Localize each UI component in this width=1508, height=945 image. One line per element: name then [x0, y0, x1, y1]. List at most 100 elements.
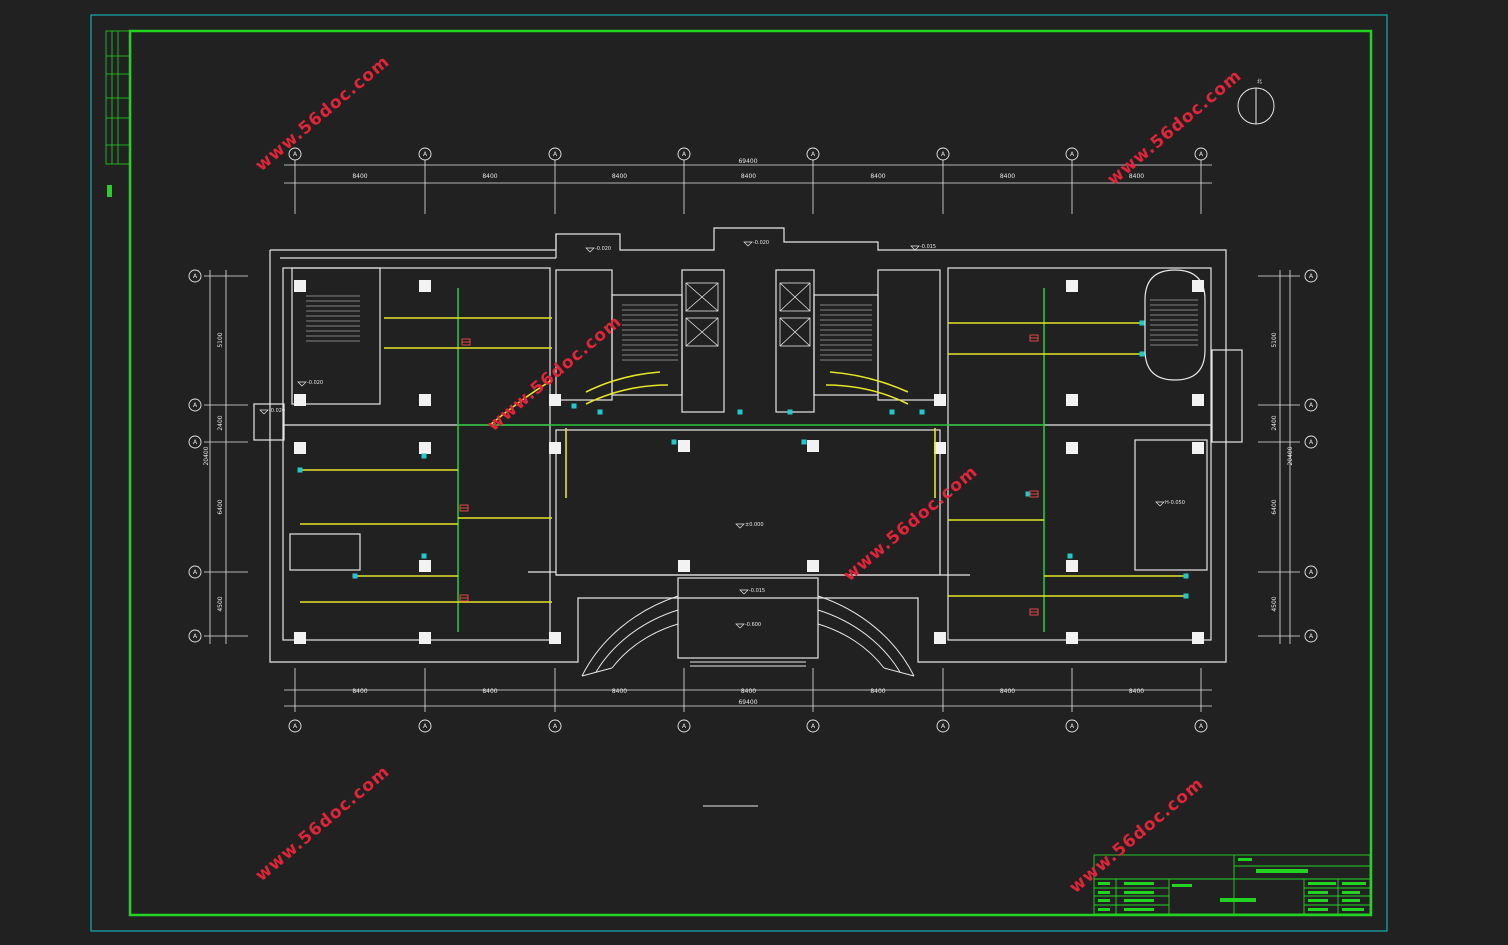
column: [419, 442, 431, 454]
grid-bubble-label: A: [193, 633, 198, 640]
grid-bubble: A: [548, 147, 562, 161]
bay-dimension-label: 8400: [352, 173, 367, 180]
level-value: -0.020: [595, 246, 611, 252]
circuit-run: [825, 384, 909, 405]
column: [419, 560, 431, 572]
bay-dimension-label: 8400: [870, 688, 885, 695]
device-outlet: [597, 409, 603, 415]
grid-bubble: A: [418, 719, 432, 733]
grid-bubble-label: A: [423, 723, 428, 730]
grid-bubble-label: A: [553, 723, 558, 730]
device-outlet: [919, 409, 925, 415]
device-outlet: [1139, 320, 1145, 326]
column: [1066, 442, 1078, 454]
level-value: -0.015: [920, 244, 936, 250]
circuit-run: [829, 371, 909, 393]
device-outlet: [297, 467, 303, 473]
device-outlet: [1139, 351, 1145, 357]
level-value: ±0.000: [745, 522, 764, 528]
bay-dimension-label: 8400: [741, 688, 756, 695]
side-dimension-label: 4500: [217, 596, 224, 611]
building-walls: [253, 227, 1243, 663]
bay-dimension-label: 8400: [1129, 688, 1144, 695]
grid-bubble-label: A: [1309, 273, 1314, 280]
side-dimension-label: 5100: [1271, 332, 1278, 347]
grid-bubble-label: A: [941, 151, 946, 158]
column: [1192, 394, 1204, 406]
bay-dimension-label: 8400: [612, 173, 627, 180]
title-block-text-blocks: [1098, 858, 1366, 911]
device-outlet: [1067, 553, 1073, 559]
device-outlet: [421, 553, 427, 559]
grid-bubble-label: A: [193, 439, 198, 446]
grid-bubble-label: A: [553, 151, 558, 158]
side-dimension-label: 6400: [1271, 499, 1278, 514]
lift-shafts: [685, 282, 811, 347]
junction-box: [459, 594, 469, 602]
grid-bubble-label: A: [193, 273, 198, 280]
junction-box: [1029, 608, 1039, 616]
bay-dimension-label: 8400: [1129, 173, 1144, 180]
side-total-right: 20400: [1287, 446, 1294, 465]
level-value: -0.020: [307, 380, 323, 386]
level-value: -0.015: [749, 588, 765, 594]
grid-bubble: A: [1304, 269, 1318, 283]
grid-bubble-label: A: [682, 723, 687, 730]
grid-bubble: A: [188, 435, 202, 449]
grid-bubble: A: [936, 719, 950, 733]
grid-bubble: A: [677, 147, 691, 161]
bay-dimension-label: 8400: [482, 173, 497, 180]
device-outlet: [889, 409, 895, 415]
grid-bubble: A: [1304, 565, 1318, 579]
level-value: -0.020: [269, 408, 285, 414]
grid-bubble: A: [1194, 719, 1208, 733]
title-block: [1093, 854, 1371, 915]
column: [1066, 560, 1078, 572]
circuit-run: [585, 371, 661, 393]
grid-bubble: A: [288, 147, 302, 161]
grid-bubble-label: A: [1309, 633, 1314, 640]
overall-dimension-top: 69400: [738, 158, 757, 165]
level-marker: -0.600: [735, 622, 761, 629]
grid-bubble: A: [188, 269, 202, 283]
column: [1192, 632, 1204, 644]
grid-bubble: A: [548, 719, 562, 733]
level-marker: -0.020: [297, 380, 323, 387]
column: [1192, 280, 1204, 292]
device-outlet: [671, 439, 677, 445]
green-conduits: [457, 288, 1045, 632]
level-marker: -0.020: [585, 246, 611, 253]
grid-bubble: A: [1194, 147, 1208, 161]
column: [1192, 442, 1204, 454]
grid-bubble-label: A: [293, 151, 298, 158]
junction-box: [459, 504, 469, 512]
device-outlet: [571, 403, 577, 409]
column: [934, 394, 946, 406]
grid-bubble: A: [188, 398, 202, 412]
grid-bubble: A: [677, 719, 691, 733]
column: [807, 560, 819, 572]
svg-text:北: 北: [1257, 78, 1262, 85]
column: [1066, 632, 1078, 644]
grid-bubble-label: A: [193, 569, 198, 576]
grid-bubble-label: A: [811, 151, 816, 158]
outer-sheet-border: [90, 14, 1388, 932]
level-marker: -0.015: [910, 244, 936, 251]
junction-box: [1029, 334, 1039, 342]
level-marker: ±0.000: [735, 522, 764, 529]
grid-bubble: A: [1304, 435, 1318, 449]
level-marker: H-0.050: [1155, 500, 1185, 507]
lighting-circuits: [300, 317, 1186, 603]
bay-dimension-label: 8400: [482, 688, 497, 695]
grid-bubble: A: [1304, 629, 1318, 643]
column: [549, 442, 561, 454]
grid-bubble: A: [806, 147, 820, 161]
column: [678, 560, 690, 572]
device-outlet: [801, 439, 807, 445]
bay-dimension-label: 8400: [612, 688, 627, 695]
